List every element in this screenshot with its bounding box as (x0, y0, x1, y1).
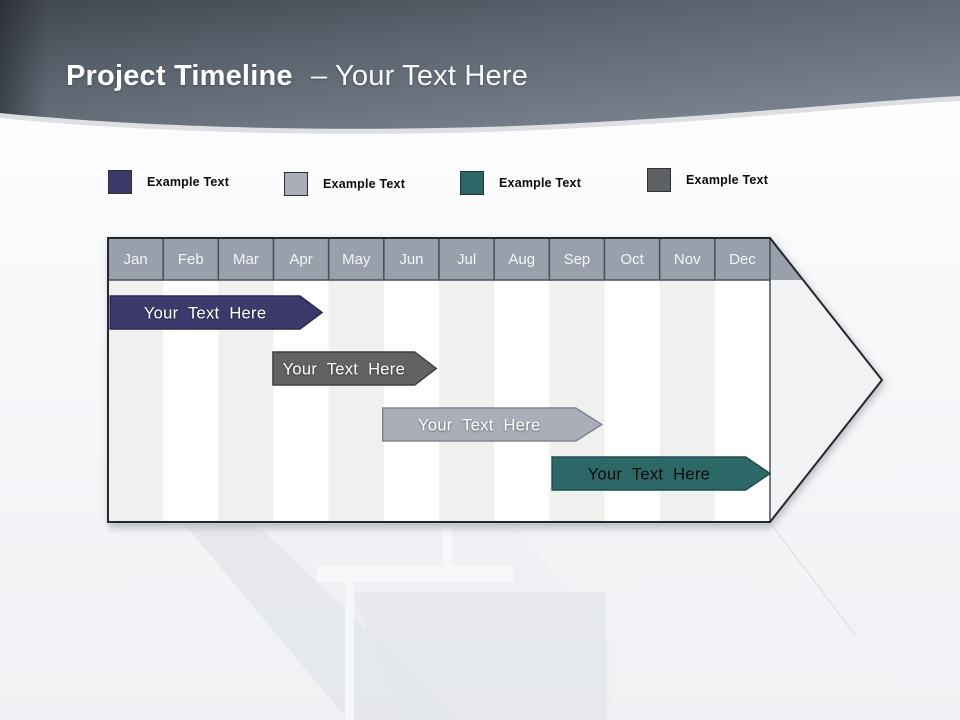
month-label: Aug (508, 251, 535, 268)
legend-item[interactable]: Example Text (108, 170, 229, 194)
title-primary: Project Timeline (66, 60, 293, 92)
legend-swatch (108, 170, 132, 194)
timeline-bar[interactable] (109, 295, 324, 330)
month-stripe (328, 280, 384, 522)
month-cell (217, 237, 275, 281)
month-label: Jan (123, 251, 147, 268)
title-secondary: – Your Text Here (310, 60, 529, 92)
legend-item[interactable]: Example Text (284, 172, 405, 196)
month-label: Mar (233, 251, 259, 268)
legend-swatch (460, 171, 484, 195)
bar-label: Your Text Here (283, 361, 405, 379)
month-label: Jun (399, 251, 423, 268)
timeline-bar[interactable] (551, 456, 772, 491)
legend-item[interactable]: Example Text (460, 171, 581, 195)
month-cell (493, 237, 551, 281)
month-cell (658, 237, 716, 281)
month-label: Apr (289, 251, 312, 268)
page-title[interactable]: Project Timeline – Your Text Here (66, 60, 528, 93)
timeline-group: Jan Feb Mar Apr May Jun Jul Aug Sep Oct Nov DecYour… (107, 237, 884, 523)
month-label: Sep (564, 251, 591, 268)
timeline-bar[interactable] (272, 351, 438, 386)
timeline-outline (107, 237, 884, 523)
month-cell (603, 237, 661, 281)
month-cell (162, 237, 220, 281)
background-reflection (108, 523, 857, 720)
legend-item[interactable]: Example Text (647, 168, 768, 192)
legend: Example Text Example Text Example Text Exam… (0, 0, 960, 196)
arrow-head (770, 238, 882, 522)
month-label: Feb (178, 251, 204, 268)
legend-swatch (647, 168, 671, 192)
bar-label: Your Text Here (588, 466, 710, 484)
month-stripe (439, 280, 495, 522)
month-label: Dec (729, 251, 756, 268)
month-cell (272, 237, 330, 281)
month-label: May (342, 251, 371, 268)
legend-item-label: Example Text (147, 175, 230, 189)
month-label: Oct (620, 251, 644, 268)
month-label: Jul (457, 251, 476, 268)
month-cell (327, 237, 385, 281)
legend-item-label: Example Text (323, 177, 406, 191)
legend-item-label: Example Text (686, 173, 769, 187)
bar-label: Your Text Here (418, 417, 540, 435)
timeline-bar[interactable] (381, 407, 604, 442)
legend-swatch (284, 172, 308, 196)
month-cell (548, 237, 606, 281)
bar-label: Your Text Here (144, 305, 266, 323)
month-label: Nov (674, 251, 701, 268)
month-cell (714, 237, 771, 281)
legend-item-label: Example Text (499, 176, 582, 190)
